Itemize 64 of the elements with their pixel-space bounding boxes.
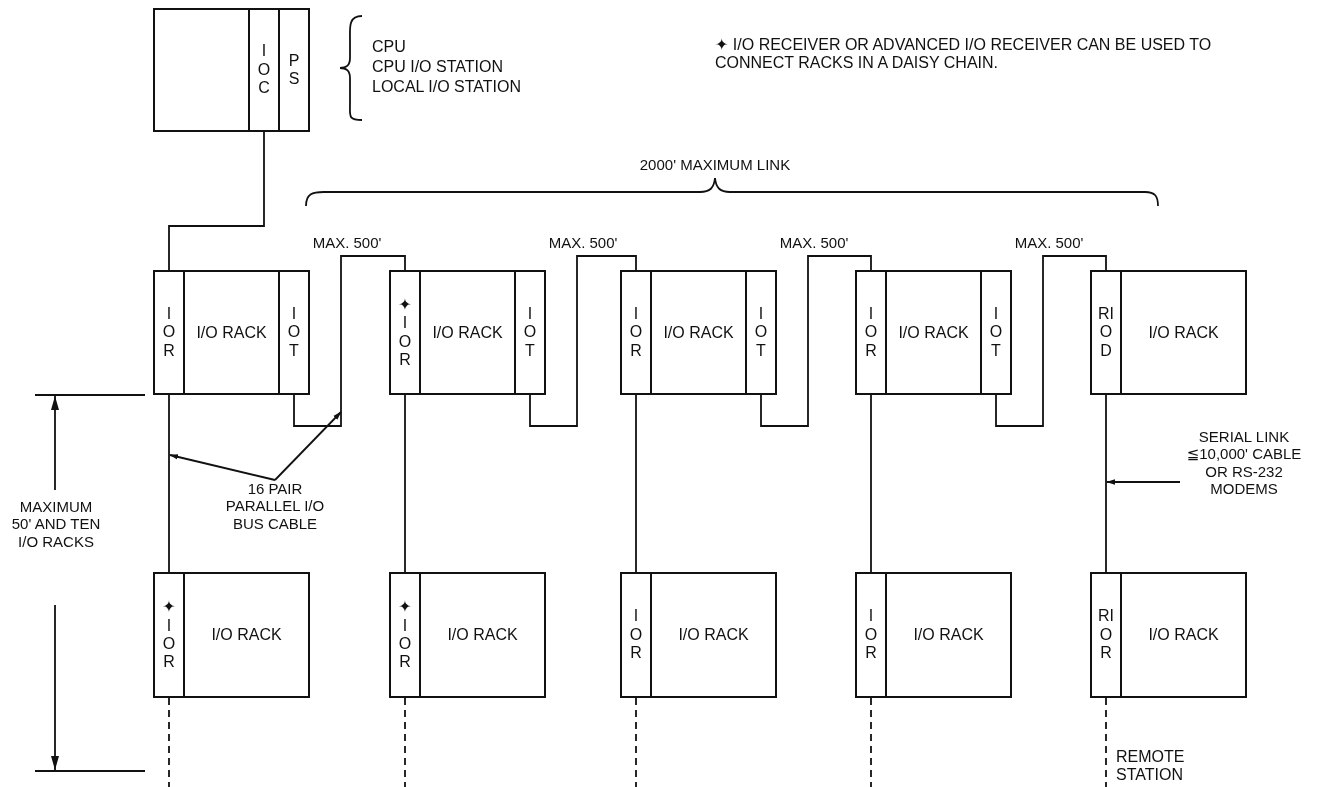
rack-box [1090, 270, 1247, 395]
module-label: IOR [863, 304, 879, 361]
rack-box [855, 572, 1012, 698]
module-label: ✦IOR [397, 295, 413, 370]
rack-label: I/O RACK [1147, 322, 1220, 343]
module-label: PS [287, 51, 301, 89]
module-label: IOR [628, 607, 644, 663]
module-label: ✦IOR [397, 598, 413, 672]
cable-line [635, 394, 637, 573]
dashed-cable [1105, 697, 1107, 787]
rack-label: I/O RACK [912, 625, 985, 646]
cable-line [760, 255, 872, 427]
station-box [153, 8, 310, 132]
callout-text: SERIAL LINK ≦10,000' CABLE OR RS-232 MODEMS [1180, 428, 1308, 514]
cable-line [293, 255, 406, 427]
module-label: IOT [286, 304, 302, 361]
dashed-cable [870, 697, 872, 787]
cable-line [529, 255, 637, 427]
module-label: IOR [161, 304, 177, 361]
dimension-label: 2000' MAXIMUM LINK [638, 156, 792, 174]
rack-box [620, 270, 777, 395]
cable-line [168, 394, 170, 573]
rack-label: I/O RACK [897, 322, 970, 343]
module-label: RIOD [1098, 304, 1114, 361]
cable-line [404, 394, 406, 573]
dashed-cable [168, 697, 170, 787]
module-label: IOT [988, 304, 1004, 361]
rack-box [1090, 572, 1247, 698]
rack-box [153, 572, 310, 698]
rack-box [389, 270, 546, 395]
module-label: IOR [863, 607, 879, 663]
module-label: ✦IOR [161, 598, 177, 672]
dimension-label: MAXIMUM 50' AND TEN I/O RACKS [10, 498, 102, 550]
cable-line [995, 255, 1107, 427]
rack-label: I/O RACK [446, 625, 519, 646]
rack-box [389, 572, 546, 698]
station-note: CPU [372, 38, 407, 57]
module-label: IOC [256, 42, 272, 98]
dashed-cable [635, 697, 637, 787]
station-note: CPU I/O STATION [372, 58, 504, 77]
module-label: IOR [628, 304, 644, 361]
station-note: LOCAL I/O STATION [372, 78, 523, 97]
leader-line [169, 454, 276, 481]
cable-line [870, 394, 872, 573]
footnote: ✦ I/O RECEIVER OR ADVANCED I/O RECEIVER CAN BE USED TO CONNECT RACKS IN A DAISY CHAIN. [715, 36, 1213, 73]
cable-line [168, 131, 265, 271]
callout-text: 16 PAIR PARALLEL I/O BUS CABLE [218, 480, 332, 544]
rack-label: I/O RACK [677, 625, 750, 646]
module-label: IOT [522, 304, 538, 361]
rack-box [620, 572, 777, 698]
rack-label: I/O RACK [195, 322, 268, 343]
dashed-cable [404, 697, 406, 787]
leader-line [274, 411, 342, 481]
rack-label: I/O RACK [210, 625, 283, 646]
module-label: IOT [753, 304, 769, 361]
rack-label: I/O RACK [662, 322, 735, 343]
station-note: REMOTE STATION [1116, 748, 1186, 785]
rack-box [153, 270, 310, 395]
rack-label: I/O RACK [431, 322, 504, 343]
cable-line [1105, 394, 1107, 573]
rack-box [855, 270, 1012, 395]
rack-label: I/O RACK [1147, 625, 1220, 646]
module-label: RIOR [1098, 607, 1114, 663]
leader-line [1106, 479, 1181, 485]
